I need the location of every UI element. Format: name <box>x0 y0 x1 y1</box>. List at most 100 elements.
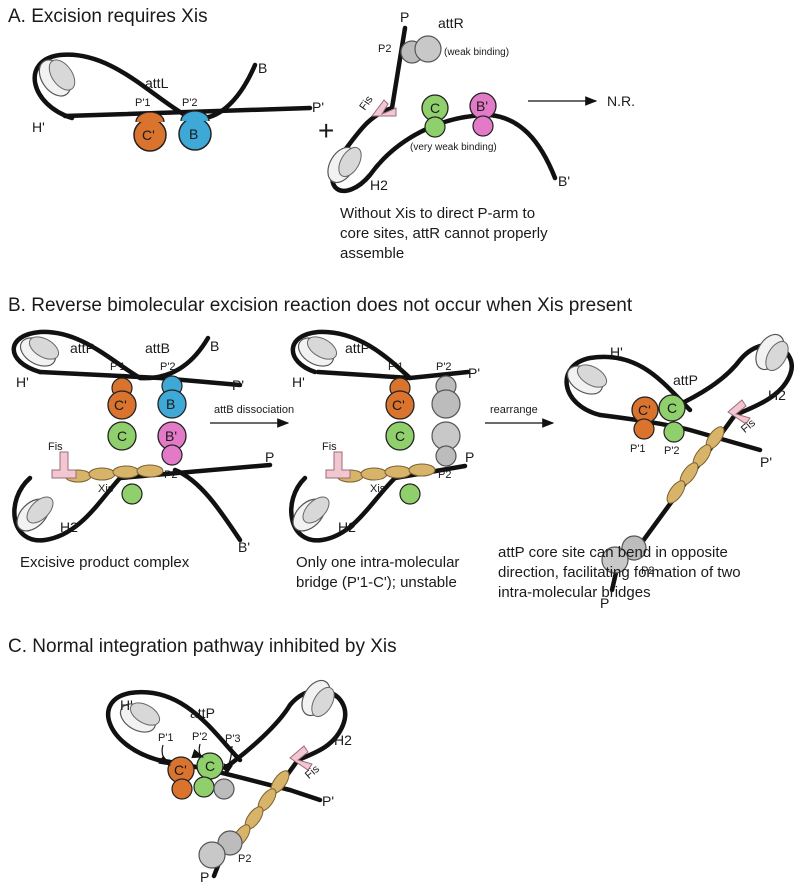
c-prime-domain-circle <box>385 390 415 420</box>
h-prime-loop-dna <box>290 329 413 381</box>
c-prime-domain-label: C' <box>392 397 405 413</box>
c-domain-label: C <box>117 428 127 444</box>
arm-binding-ellipse <box>302 496 330 524</box>
fis-protein-shape <box>727 399 751 425</box>
p3-pointer-arrow <box>223 745 234 777</box>
p2-arm-protein-circle <box>198 841 226 869</box>
c-prime-domain-label: C' <box>142 127 155 143</box>
h2-end-label: H2 <box>338 519 356 535</box>
fis-protein-shape <box>289 745 313 771</box>
b-prime-end-label: B' <box>558 173 570 189</box>
fis-protein-shape <box>371 99 397 117</box>
caption-single-bridge-line-1: Only one intra-molecular <box>296 554 459 571</box>
c-arm-circle <box>193 776 215 798</box>
c-arm-circle <box>399 483 421 505</box>
xis-filament <box>336 463 436 483</box>
p2-site-label: P'2 <box>160 361 176 373</box>
p2-label: P2 <box>164 469 177 481</box>
b-prime-end-label: B' <box>238 539 250 555</box>
attP-bottom-dna <box>12 462 273 543</box>
attR-complex: P attR P2 (weak binding) Fis C B' (very … <box>327 9 570 193</box>
arm-binding-ellipse <box>129 702 161 726</box>
attP-core-dna <box>597 412 763 453</box>
panel-c-heading: C. Normal integration pathway inhibited … <box>8 636 397 657</box>
p1-pointer-arrow <box>158 744 172 766</box>
fis-label: Fis <box>48 441 63 453</box>
h-prime-loop-dna <box>106 689 243 763</box>
p2-label: P2 <box>438 469 451 481</box>
p-prime-end-label: P' <box>232 377 244 393</box>
rearranged-attP-complex: attP H' H2 C' C P'1 P'2 Fis P' P2 P <box>564 333 794 611</box>
h-prime-end-label: H' <box>16 374 29 390</box>
h-prime-loop-dna <box>11 329 143 381</box>
p-end-label: P <box>465 449 474 465</box>
c-prime-domain-circle <box>107 390 137 420</box>
h-prime-end-label: H' <box>610 344 623 360</box>
c-arm-circle <box>663 421 685 443</box>
arm-binding-ellipse <box>48 59 76 91</box>
weak-binding-note: (weak binding) <box>444 47 509 58</box>
xis-filament <box>64 464 164 483</box>
b-end-label: B <box>258 60 267 76</box>
p2-site-label: P'2 <box>664 445 680 457</box>
arm-binding-ellipse <box>306 336 338 360</box>
h-prime-end-label: H' <box>32 119 45 135</box>
c-domain-circle <box>658 394 686 422</box>
panel-a-caption-line-2: core sites, attR cannot properly <box>340 225 548 242</box>
rearrange-arrow-label: rearrange <box>490 404 538 416</box>
panel-c: C. Normal integration pathway inhibited … <box>8 636 397 885</box>
xis-label: Xis <box>370 483 386 495</box>
b-domain-label: B <box>166 396 175 412</box>
panel-a-caption-line-3: assemble <box>340 245 404 262</box>
p2-label: P2 <box>641 565 654 577</box>
p-end-label: P <box>600 595 609 611</box>
xis-protein-shape <box>360 467 388 481</box>
p-prime-end-label: P' <box>322 793 334 809</box>
gray-domain-circle <box>431 389 461 419</box>
panel-a: A. Excision requires Xis attL B P' H' P'… <box>8 6 635 262</box>
c-prime-domain-label: C' <box>638 402 651 418</box>
panel-b-heading: B. Reverse bimolecular excision reaction… <box>8 295 633 316</box>
no-reaction-label: N.R. <box>607 93 635 109</box>
plus-sign: + <box>318 115 334 146</box>
panel-a-caption-line-1: Without Xis to direct P-arm to <box>340 205 535 222</box>
attR-label: attR <box>438 15 464 31</box>
xis-filament <box>666 426 725 504</box>
attL-complex: attL B P' H' P'1 P'2 C' B <box>32 52 324 152</box>
xis-protein-shape <box>408 463 436 477</box>
caption-excisive-product: Excisive product complex <box>20 554 190 571</box>
p2-arm-cap <box>180 110 210 122</box>
p2-label: P2 <box>378 43 391 55</box>
attP-label: attP <box>70 340 95 356</box>
fis-label: Fis <box>322 441 337 453</box>
xis-protein-shape <box>666 480 686 504</box>
c-prime-domain-label: C' <box>114 397 127 413</box>
b-domain-label: B <box>189 126 198 142</box>
c-domain-circle <box>385 421 415 451</box>
attB-label: attB <box>145 340 170 356</box>
single-bridge-complex: attP P' H' P'1 P'2 C' C Fis Xis P2 P H2 <box>289 329 480 543</box>
xis-protein-shape <box>136 464 164 478</box>
attP-label: attP <box>190 705 215 721</box>
p1-arm-circle <box>633 418 655 440</box>
p1-site-label: P'1 <box>110 361 126 373</box>
panel-a-heading: A. Excision requires Xis <box>8 6 208 27</box>
caption-rearranged-line-3: intra-molecular bridges <box>498 584 651 601</box>
xis-protein-shape <box>384 465 412 479</box>
arm-binding-ellipse <box>765 340 789 372</box>
gray-arm-circle <box>213 778 235 800</box>
xis-protein-shape <box>112 465 140 479</box>
p2-arm-protein-circle <box>621 535 647 561</box>
c-arm-circle <box>424 116 446 138</box>
p1-site-label: P'1 <box>158 732 174 744</box>
c-prime-domain-label: C' <box>174 762 187 778</box>
h-prime-end-label: H' <box>292 374 305 390</box>
p-prime-end-label: P' <box>760 454 772 470</box>
p2-arm-protein-circle <box>414 35 442 63</box>
attP-top-dna <box>315 369 471 381</box>
arm-binding-ellipse <box>26 496 54 524</box>
attB-top-dna <box>137 335 211 381</box>
p2-label: P2 <box>238 853 251 865</box>
c-domain-circle <box>107 421 137 451</box>
caption-rearranged-line-1: attP core site can bend in opposite <box>498 544 728 561</box>
